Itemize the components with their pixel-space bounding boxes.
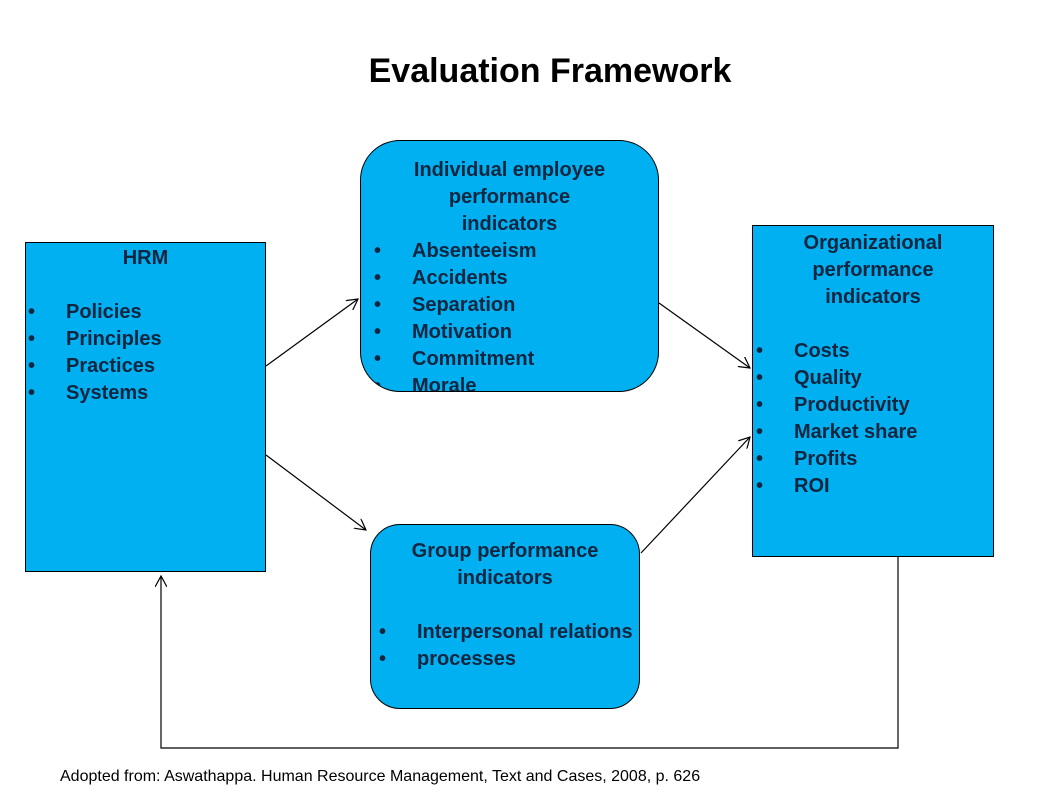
organizational-item: Productivity <box>756 392 993 419</box>
feedback-loop-arrow <box>161 557 899 749</box>
hrm-item: Systems <box>28 380 265 407</box>
hrm-heading: HRM <box>122 247 169 269</box>
organizational-indicators-box: Organizational performance indicators Co… <box>752 225 994 557</box>
individual-item: Accidents <box>374 265 658 292</box>
individual-item: Absenteeism <box>374 238 658 265</box>
arrow-group-to-organizational <box>640 437 750 554</box>
individual-item: Motivation <box>374 319 658 346</box>
group-indicators-box: Group performance indicators Interperson… <box>370 524 640 709</box>
group-heading-line: indicators <box>457 567 553 589</box>
page-title: Evaluation Framework <box>368 52 732 90</box>
hrm-item: Policies <box>28 299 265 326</box>
group-item: processes <box>379 646 639 673</box>
individual-item: Separation <box>374 292 658 319</box>
source-citation: Adopted from: Aswathappa. Human Resource… <box>60 768 701 785</box>
organizational-item: Costs <box>756 338 993 365</box>
organizational-item: Market share <box>756 419 993 446</box>
organizational-heading-line: Organizational <box>803 232 943 254</box>
group-item: Interpersonal relations <box>379 619 639 646</box>
individual-list: Absenteeism Accidents Separation Motivat… <box>361 238 658 391</box>
individual-indicators-box: Individual employee performance indicato… <box>360 140 659 392</box>
individual-heading-line: performance <box>448 186 571 208</box>
group-heading-line: Group performance <box>411 540 599 562</box>
arrow-individual-to-organizational <box>658 302 750 368</box>
individual-heading-line: indicators <box>461 213 558 235</box>
organizational-item: Quality <box>756 365 993 392</box>
hrm-item: Practices <box>28 353 265 380</box>
organizational-item: Profits <box>756 446 993 473</box>
organizational-heading-line: indicators <box>825 286 921 308</box>
individual-heading-line: Individual employee <box>413 159 606 181</box>
group-list: Interpersonal relations processes <box>371 619 639 673</box>
organizational-item: ROI <box>756 473 993 500</box>
hrm-list: Policies Principles Practices Systems <box>26 299 265 407</box>
arrow-hrm-to-individual <box>265 299 358 367</box>
organizational-list: Costs Quality Productivity Market share … <box>753 338 993 500</box>
hrm-box: HRM Policies Principles Practices System… <box>25 242 266 572</box>
individual-item: Commitment <box>374 346 658 373</box>
individual-item: Morale <box>374 373 658 391</box>
arrow-hrm-to-group <box>265 454 366 530</box>
hrm-item: Principles <box>28 326 265 353</box>
organizational-heading-line: performance <box>812 259 934 281</box>
